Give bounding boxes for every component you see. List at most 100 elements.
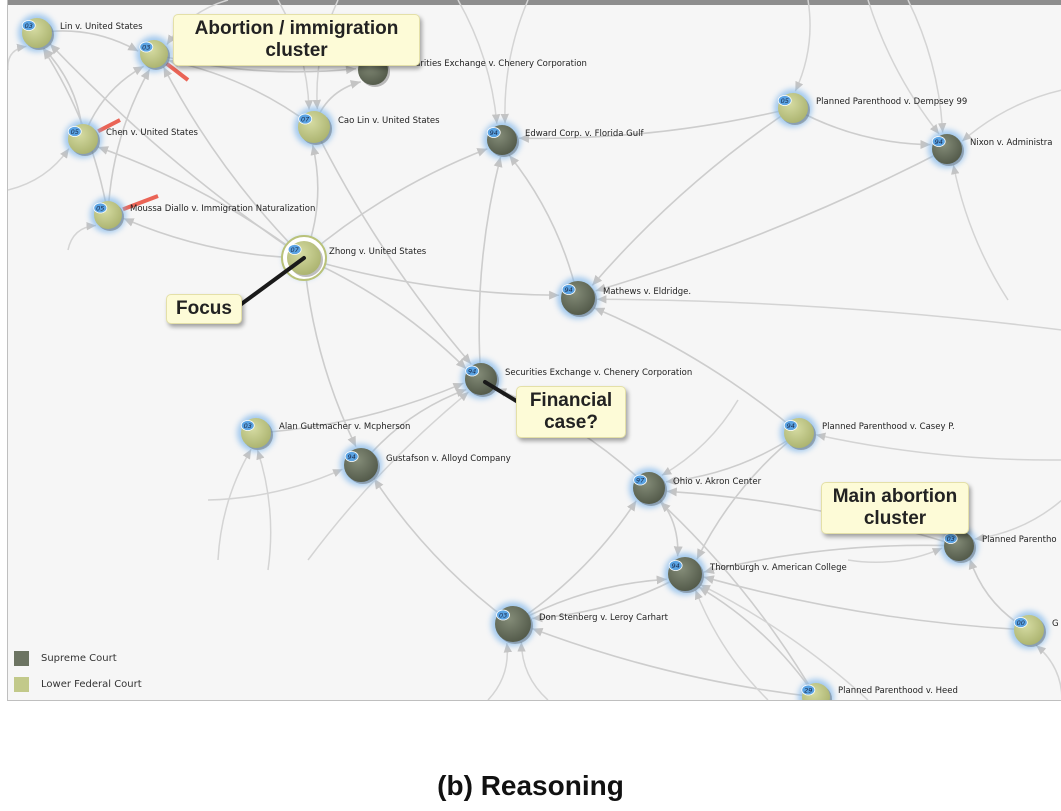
- citation-edge: [703, 544, 960, 575]
- citation-edge: [97, 146, 305, 259]
- citation-edge: [500, 0, 529, 124]
- citation-edge: [107, 68, 151, 216]
- year-badge: [21, 20, 36, 31]
- year-badge: [561, 284, 576, 295]
- node-label: Zhong v. United States: [329, 247, 427, 257]
- year-badge: [486, 127, 501, 138]
- node-label: Mathews v. Eldridge.: [603, 287, 691, 297]
- citation-edge: [703, 575, 1030, 631]
- node-label: Planned Parentho: [982, 535, 1057, 545]
- year-badge: [240, 420, 255, 431]
- citation-edge: [162, 66, 305, 259]
- year-badge-text: 03: [947, 535, 955, 543]
- node-label: Alan Guttmacher v. Mcpherson: [279, 422, 410, 432]
- citation-edge: [595, 148, 948, 293]
- citation-edge: [255, 382, 464, 434]
- year-badge-text: 05: [781, 97, 789, 105]
- citation-edge: [951, 164, 1009, 301]
- citation-edge: [694, 589, 769, 700]
- year-badge-text: 94: [787, 422, 795, 430]
- citation-edge: [591, 107, 794, 286]
- callout-abortion-immigration-cluster: Abortion / immigration cluster: [173, 14, 420, 66]
- callout-line-2: cluster: [863, 508, 927, 529]
- highlighted-edge: [165, 62, 190, 82]
- citation-edge: [1035, 644, 1061, 695]
- node-label: Don Stenberg v. Leroy Carhart: [539, 613, 669, 623]
- citation-edge: [847, 547, 943, 564]
- node-label: Lin v. United States: [60, 22, 143, 32]
- case-node-abimm[interactable]: 03: [136, 36, 172, 72]
- callout-leader-line: [238, 256, 306, 307]
- year-badge-text: 03: [244, 422, 252, 430]
- year-badge-text: 94: [672, 562, 680, 570]
- node-label: Nixon v. Administra: [970, 138, 1052, 148]
- node-label: Cao Lin v. United States: [338, 116, 440, 126]
- year-badge-text: 00: [1017, 619, 1025, 627]
- node-label: Thornburgh v. American College: [709, 563, 847, 573]
- citation-edge: [815, 432, 1061, 461]
- year-badge: [465, 365, 480, 377]
- year-badge-text: 03: [142, 43, 150, 51]
- citation-edge: [457, 0, 501, 124]
- year-badge: [801, 684, 816, 696]
- case-node-chen[interactable]: 05 Chen v. United States: [64, 120, 199, 158]
- citation-edge: [303, 147, 488, 259]
- node-label: Gustafson v. Alloyd Company: [386, 454, 511, 464]
- case-node-lin[interactable]: 03 Lin v. United States: [18, 14, 143, 52]
- year-badge-text: 05: [96, 204, 104, 212]
- citation-edge: [217, 448, 252, 561]
- node-label: Chen v. United States: [106, 128, 199, 138]
- citation-edge: [256, 449, 272, 571]
- year-badge: [298, 113, 313, 125]
- citation-edge: [303, 257, 357, 448]
- highlighted-edge: [122, 194, 159, 212]
- year-badge-text: 07: [301, 115, 310, 123]
- citation-edge: [907, 0, 947, 133]
- citation-edge: [517, 642, 549, 700]
- callout-focus-text: Focus: [176, 298, 232, 319]
- citation-edge: [665, 432, 800, 486]
- year-badge-text: 03: [25, 22, 33, 30]
- year-badge: [931, 136, 946, 147]
- citation-edge: [696, 432, 800, 560]
- citation-edge: [792, 107, 931, 149]
- callout-line-1: Abortion / immigration: [194, 18, 399, 39]
- citation-edge: [478, 156, 503, 380]
- legend-label: Lower Federal Court: [41, 679, 142, 690]
- case-node-thornburgh[interactable]: 94 Thornburgh v. American College: [664, 553, 847, 595]
- case-node-moussa[interactable]: 05 Moussa Diallo v. Immigration Naturaliz…: [90, 197, 315, 233]
- citation-edge: [508, 154, 579, 299]
- year-badge: [633, 474, 648, 486]
- citation-edge: [487, 642, 513, 700]
- year-badge: [139, 41, 154, 53]
- citation-edge: [8, 148, 70, 191]
- case-node-alan[interactable]: 03 Alan Guttmacher v. Mcpherson: [237, 414, 410, 452]
- citation-edge: [794, 0, 811, 92]
- citation-edge: [168, 58, 315, 128]
- node-label: Moussa Diallo v. Immigration Naturalizat…: [130, 204, 315, 214]
- year-badge-text: 94: [490, 129, 498, 137]
- year-badge-text: 05: [71, 128, 79, 136]
- case-node-cao[interactable]: 07 Cao Lin v. United States: [294, 107, 440, 147]
- case-node-ppright[interactable]: 03 Planned Parentho: [940, 527, 1057, 565]
- year-badge-text: 07: [291, 246, 300, 254]
- year-badge: [67, 126, 82, 137]
- highlighted-edge: [97, 118, 121, 134]
- citation-edge: [207, 468, 343, 501]
- citation-edge: [698, 586, 817, 698]
- year-badge: [668, 560, 683, 571]
- callout-line-2: cluster: [265, 40, 328, 61]
